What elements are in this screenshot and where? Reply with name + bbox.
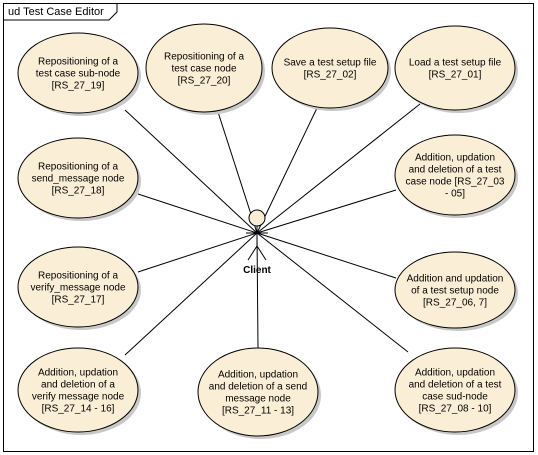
use-case-label-line: and deletion of a: [41, 380, 115, 391]
use-case-label-line: - 05]: [445, 189, 465, 200]
actor-right-leg: [256, 245, 267, 261]
use-case-label-line: test case sub-node: [36, 69, 121, 80]
use-case-label-line: [RS_27_17]: [52, 295, 105, 306]
use-case-ellipse: [17, 246, 139, 328]
association-line: [124, 109, 258, 234]
use-case-label-line: case node [RS_27_03: [406, 177, 505, 188]
use-case-ellipse: [394, 134, 516, 216]
association-line: [256, 189, 397, 234]
association-line: [137, 193, 258, 234]
use-case-label-line: Addition, updation: [415, 368, 495, 379]
use-case-label-line: Addition, updation: [38, 368, 118, 379]
association-line: [256, 232, 397, 279]
use-case-label-line: verify message node: [32, 392, 125, 403]
use-case-label-line: [RS_27_06, 7]: [423, 298, 487, 309]
use-case-label-line: Addition and updation: [407, 274, 504, 285]
use-case-label-line: of a test setup node: [411, 286, 499, 297]
association-line: [256, 107, 318, 234]
use-case-label-line: and deletion of a send: [209, 382, 307, 393]
use-case-label-line: [RS_27_18]: [52, 186, 105, 197]
use-case-label-line: [RS_27_01]: [429, 70, 482, 81]
use-case-label-line: Repositioning of a: [38, 162, 118, 173]
use-case-ellipse: [394, 347, 516, 433]
use-case-label-line: [RS_27_19]: [52, 81, 105, 92]
association-line: [256, 103, 421, 234]
use-case-ellipse: [145, 23, 263, 113]
use-case-label-line: Addition, updation: [218, 370, 298, 381]
association-lines: [124, 103, 421, 356]
use-case-label-line: [RS_27_08 - 10]: [419, 404, 492, 415]
actor-label: Client: [243, 265, 271, 276]
actor-head: [248, 209, 266, 227]
use-case-label-line: send_message node: [32, 174, 125, 185]
use-case-ellipse: [17, 32, 139, 114]
use-case-label-line: case sud-node: [422, 392, 488, 403]
use-case-label-line: Load a test setup file: [409, 58, 502, 69]
uc-save-test-setup-file[interactable]: Save a test setup file[RS_27_02]: [271, 27, 391, 111]
use-case-label-line: message node: [225, 394, 291, 405]
use-case-label-line: Repositioning of a: [164, 52, 244, 63]
use-case-label-line: [RS_27_14 - 16]: [42, 404, 115, 415]
frame-title-tab: [3, 3, 118, 21]
use-case-label-line: verify_message node: [30, 283, 125, 294]
use-case-label-line: [RS_27_11 - 13]: [222, 406, 294, 417]
use-case-label-line: Save a test setup file: [284, 58, 377, 69]
use-case-label-line: Repositioning of a: [38, 57, 118, 68]
stick-figure-actor-icon: [246, 209, 268, 261]
actor-left-leg: [247, 245, 258, 261]
association-line: [256, 232, 259, 349]
use-case-ellipse: [17, 347, 139, 433]
use-case-label-line: and deletion of a test: [409, 380, 502, 391]
association-line: [137, 232, 258, 273]
use-case-label-line: Addition, updation: [415, 153, 495, 164]
use-case-label-line: test case node: [171, 64, 236, 75]
use-case-label-line: Repositioning of a: [38, 271, 118, 282]
association-line: [124, 232, 258, 356]
use-case-ellipse: [394, 251, 516, 329]
use-case-ellipse: [17, 137, 139, 219]
use-case-label-line: [RS_27_02]: [304, 70, 357, 81]
use-case-ellipse: [394, 25, 516, 111]
use-case-label-line: [RS_27_20]: [178, 76, 231, 87]
client-actor[interactable]: Client: [243, 209, 272, 276]
frame-title: ud Test Case Editor: [8, 6, 104, 18]
use-case-label-line: and deletion of a test: [409, 165, 502, 176]
use-case-ellipse: [197, 347, 319, 437]
association-line: [256, 232, 409, 353]
use-case-ellipse: [271, 27, 389, 109]
uc-load-test-setup-file[interactable]: Load a test setup file[RS_27_01]: [394, 25, 518, 113]
